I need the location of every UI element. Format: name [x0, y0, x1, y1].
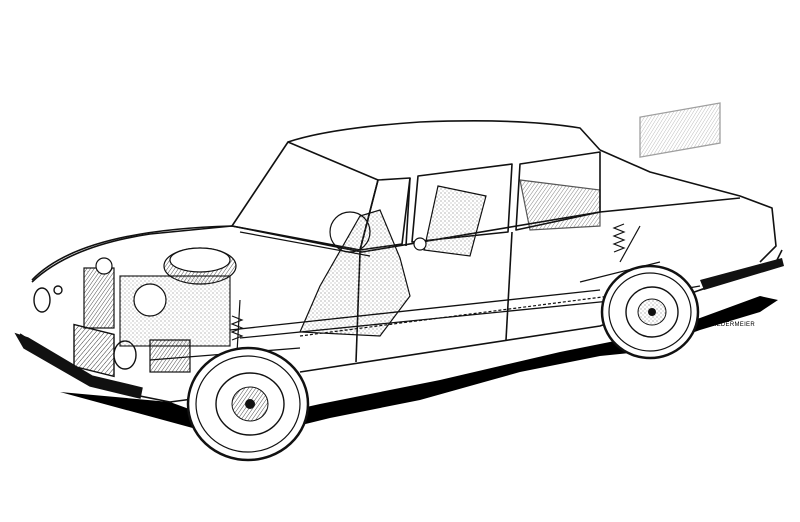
- interior: [239, 179, 611, 337]
- dashboard: [239, 231, 371, 257]
- rear-wheel: [600, 264, 700, 360]
- rear-shock: [619, 225, 641, 263]
- front-hub: [245, 399, 255, 409]
- battery: [149, 339, 191, 373]
- roof-outline: [287, 120, 601, 151]
- rear-bumper: [700, 258, 784, 290]
- rear-tire-tread: [608, 272, 692, 352]
- trunk-lid: [599, 149, 777, 263]
- svg-text:NIEDERMEIER: NIEDERMEIER: [710, 322, 755, 328]
- engine-block: [119, 275, 231, 347]
- reservoir: [95, 257, 113, 275]
- headlight-left: [33, 287, 51, 313]
- engine: [83, 247, 237, 373]
- front-end: [14, 285, 143, 399]
- front-spring: [230, 315, 244, 341]
- front-bumper: [14, 332, 143, 399]
- rear-spring: [612, 223, 626, 253]
- fuel-tank: [639, 102, 721, 158]
- front-seat: [299, 209, 411, 337]
- front-seat-back: [423, 185, 487, 257]
- rear-suspension: [612, 223, 641, 263]
- radiator: [83, 267, 115, 329]
- fan: [133, 283, 167, 317]
- hood: [31, 225, 233, 283]
- artist-signature: NIEDERMEIER: [710, 322, 755, 328]
- rear-seat: [519, 179, 601, 231]
- kidney-grille: [73, 323, 115, 378]
- rear-side-window: [411, 163, 513, 243]
- air-filter-top: [169, 247, 231, 273]
- side-mirror: [413, 237, 427, 251]
- front-tire-tread: [195, 355, 301, 453]
- badge: [53, 285, 63, 295]
- drive-shaft: [229, 289, 601, 331]
- door-rear-edge: [505, 231, 513, 341]
- front-wheel: [186, 346, 310, 462]
- rear-hub: [648, 308, 656, 316]
- b-pillar: [405, 177, 411, 247]
